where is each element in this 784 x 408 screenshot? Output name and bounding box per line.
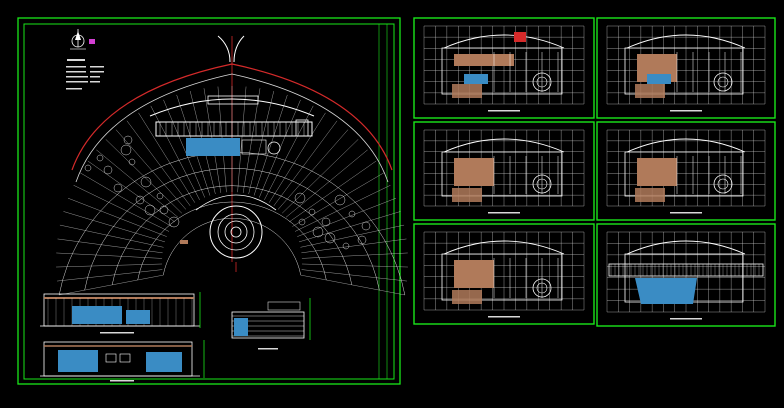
- site-legend: [66, 59, 104, 90]
- sheet-plan-6: [596, 223, 776, 327]
- entrance-road: [217, 35, 245, 63]
- sheet-title-strip: [378, 23, 388, 380]
- site-plan-sheet: [17, 17, 408, 385]
- ring-road: [71, 63, 393, 171]
- sheet-plan-5: [413, 223, 595, 325]
- elevation-front-drawing: [40, 292, 201, 334]
- landscape-trees: [84, 135, 371, 250]
- fan-radial-lines: [56, 86, 408, 296]
- north-arrow-icon: [70, 29, 95, 50]
- floor-plan-sheets: [413, 17, 776, 327]
- sheet-plan-3: [413, 121, 595, 221]
- section-drawing: [231, 298, 311, 350]
- sheet-plan-1: [413, 17, 595, 119]
- site-plan: [56, 35, 408, 296]
- sheet-plan-2: [596, 17, 776, 119]
- sheet-plan-4: [596, 121, 776, 221]
- sheet-inner-frame: [23, 23, 395, 380]
- circular-plaza: [195, 194, 277, 272]
- site-marker: [180, 240, 188, 244]
- sheet-outer-frame: [17, 17, 401, 385]
- elevation-rear-drawing: [40, 340, 205, 382]
- main-building: [149, 95, 315, 156]
